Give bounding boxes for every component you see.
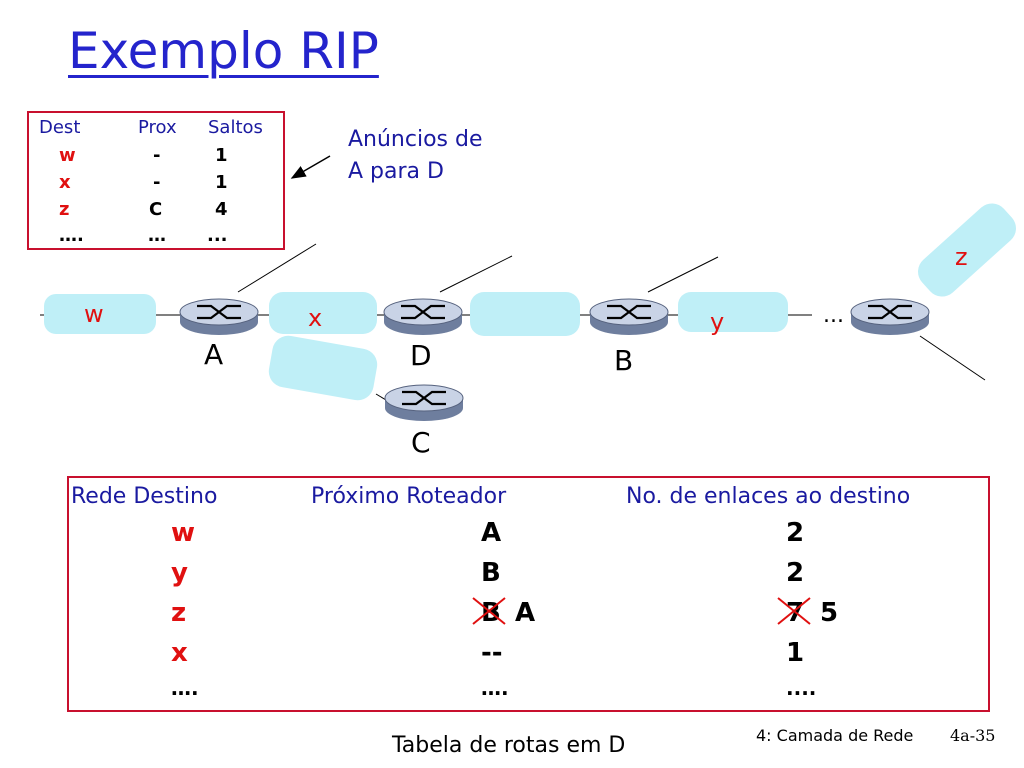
adv-row-dest: …. [59,225,84,246]
rt-cell-hops: 2 [786,518,805,548]
router-icon [850,298,930,335]
link [237,243,317,293]
network-cloud-x [269,292,377,334]
router-label-d: D [410,339,432,372]
rt-cell-hops: 2 [786,558,805,588]
advertisement-arrow [290,155,331,179]
link [647,256,719,293]
router-icon [179,298,259,335]
network-cloud-w [44,294,156,334]
strike-line [472,597,506,625]
adv-row-hops: 4 [215,199,228,220]
network-diagram: ... [40,155,1016,421]
adv-header-dest: Dest [39,117,81,138]
router-icon [383,298,463,335]
network-label-z: z [955,243,968,271]
rt-cell-next: …. [481,676,509,700]
advertisement-note: Anúncios de A para D [348,124,483,188]
adv-row-next: … [148,225,166,246]
adv-row-next: - [153,145,161,166]
advertisement-note-line: Anúncios de [348,127,483,152]
ellipsis-label: ... [823,303,844,328]
adv-row-dest: w [59,145,76,166]
strike-marks [472,597,811,625]
rt-cell-next: B [481,558,501,588]
adv-header-next: Prox [138,117,177,138]
router-label-c: C [411,426,431,459]
rt-cell-hops: 1 [786,638,805,668]
link [375,393,387,401]
adv-row-next: C [149,199,163,220]
adv-header-hops: Saltos [208,117,263,138]
adv-row-hops: 1 [215,145,228,166]
network-cloud-y [678,292,788,332]
rt-cell-hops: .... [786,676,817,700]
page-title: Exemplo RIP [68,22,379,80]
rt-cell-dest: w [171,518,196,548]
rt-cell-next: A [481,518,502,548]
advertisement-table: Dest Prox Saltos w - 1 x - 1 z C 4 …. … … [27,111,285,250]
table-caption: Tabela de rotas em D [392,733,626,758]
network-label-x: x [308,304,323,332]
router-icon [384,384,464,421]
link [439,255,513,293]
network-label-y: y [710,308,725,336]
network-label-w: w [84,300,104,328]
link [919,335,986,381]
rt-header-next-router: Próximo Roteador [311,484,507,509]
rt-cell-hops-new: 5 [820,598,839,628]
strike-line [777,597,811,625]
adv-row-next: - [153,172,161,193]
footer-chapter: 4: Camada de Rede [756,726,914,745]
rt-header-hop-count: No. de enlaces ao destino [626,484,911,509]
routing-table: Rede Destino Próximo Roteador No. de enl… [67,476,990,712]
network-cloud-ad [268,335,378,401]
adv-row-hops: ... [207,225,228,246]
adv-row-dest: z [59,199,70,220]
router-label-b: B [614,344,634,377]
network-cloud-z [918,203,1016,297]
router-label-a: A [204,338,224,371]
network-cloud-db [470,292,580,336]
router-icon [589,298,669,335]
rt-cell-next: -- [481,638,503,668]
rt-cell-dest: …. [171,676,199,700]
rt-header-destination: Rede Destino [71,484,218,509]
adv-row-dest: x [59,172,71,193]
advertisement-note-line: A para D [348,159,444,184]
rt-cell-dest: z [171,598,187,628]
rt-cell-dest: x [171,638,188,668]
rt-cell-next-new: A [515,598,536,628]
adv-row-hops: 1 [215,172,228,193]
rt-cell-dest: y [171,558,188,588]
slide-number: 4a-35 [950,726,996,745]
